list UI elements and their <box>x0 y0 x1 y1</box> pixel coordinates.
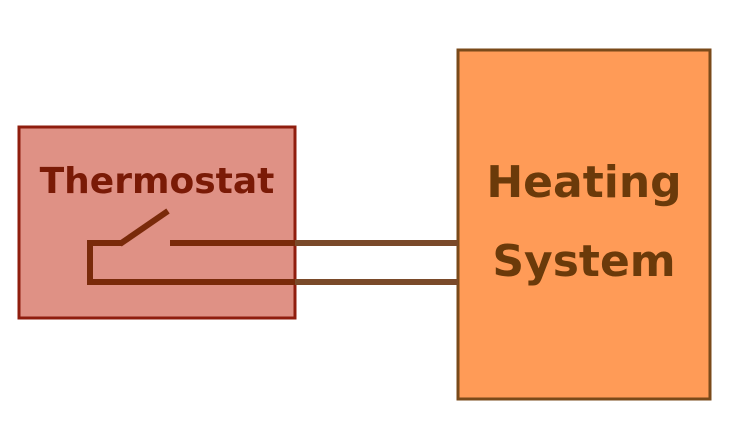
switch-wire-left <box>87 240 295 285</box>
heating-system-label-line2: System <box>492 236 675 287</box>
thermostat-box <box>17 125 297 320</box>
heating-system-label-line1: Heating <box>486 157 681 208</box>
thermostat-label: Thermostat <box>40 161 275 202</box>
switch-contact-lever <box>118 208 170 247</box>
heating-system-box <box>456 48 712 401</box>
